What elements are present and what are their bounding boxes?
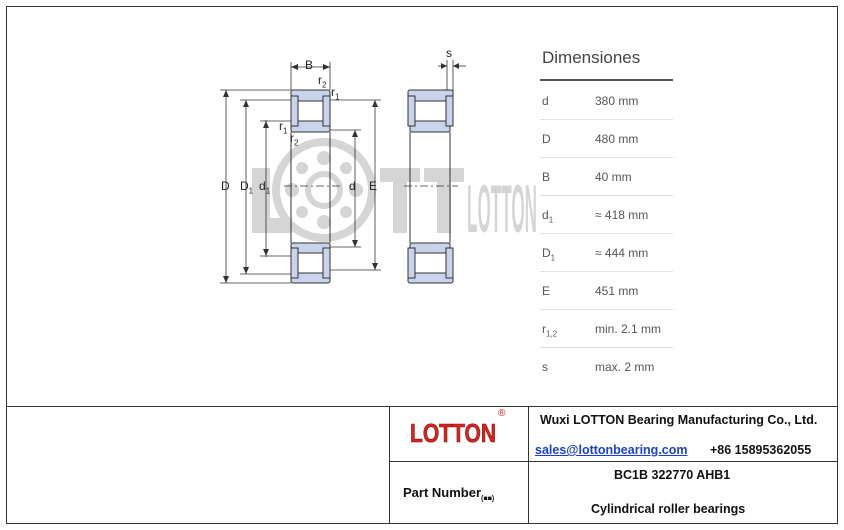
footer-logo-divider [528, 406, 529, 524]
dimensions-title: Dimensiones [542, 48, 641, 67]
part-code: BC1B 322770 AHB1 [614, 468, 731, 482]
label-D: D [221, 179, 230, 193]
dimensions-rule [540, 79, 673, 81]
label-r1-top: r1 [331, 85, 340, 102]
sheet-frame [6, 6, 838, 524]
label-d: d [349, 179, 356, 193]
label-B: B [305, 58, 314, 72]
lotton-watermark: LOTTON [252, 138, 537, 247]
label-r2-top: r2 [318, 73, 327, 90]
email-link[interactable]: sales@lottonbearing.com [535, 443, 688, 457]
label-d1: d1 [259, 179, 271, 196]
part-type: Cylindrical roller bearings [591, 502, 746, 516]
footer-top-rule [6, 406, 838, 407]
label-s: s [446, 46, 452, 60]
label-E: E [369, 179, 378, 193]
phone-number: +86 15895362055 [710, 443, 812, 457]
bearing-section-drawing [220, 60, 466, 284]
footer-left-divider [389, 406, 390, 524]
label-D1: D1 [240, 179, 254, 196]
footer-mid-rule [389, 461, 838, 462]
dimension-row: d1≈ 418 mm [540, 195, 673, 234]
logo-registered-mark: ® [498, 408, 506, 419]
company-name: Wuxi LOTTON Bearing Manufacturing Co., L… [540, 413, 818, 427]
watermark-text: LOTTON [467, 171, 537, 247]
label-r1-inner: r1 [279, 119, 288, 136]
logo-text: LOTTON [410, 418, 496, 448]
label-r2-inner: r2 [290, 131, 299, 148]
part-number-label: Part Number(■■) [403, 485, 495, 503]
dimension-row: D1≈ 444 mm [540, 233, 673, 272]
lotton-logo: LOTTON ® [410, 408, 506, 448]
